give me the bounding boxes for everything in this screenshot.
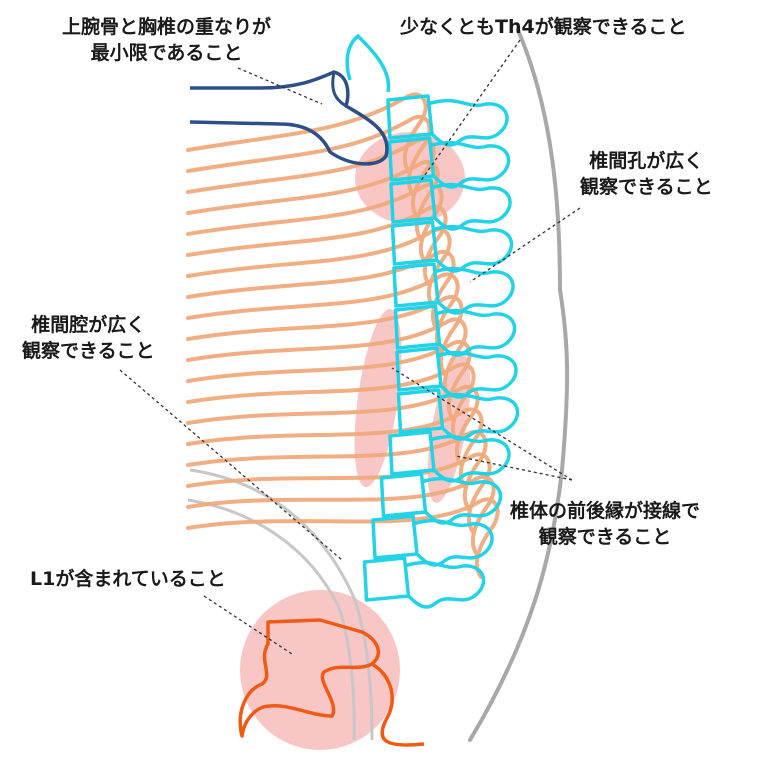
posterior-process-4 — [431, 224, 514, 273]
label-th4-visible: 少なくともTh4が観察できること — [400, 14, 686, 40]
rib-3 — [186, 137, 436, 219]
label-vertebral-edge-line1: 椎体の前後縁が接線で — [510, 500, 701, 522]
rib-19 — [186, 497, 500, 579]
l1-vertebra — [238, 618, 425, 747]
leader-foramen — [469, 207, 581, 283]
highlight-l1 — [240, 590, 400, 750]
posterior-skin-line — [468, 28, 570, 742]
label-l1-included: L1が含まれていること — [30, 566, 226, 592]
diaphragm-line-1 — [189, 468, 374, 741]
label-disc-space: 椎間腔が広く 観察できること — [22, 312, 155, 364]
rib-14 — [186, 384, 480, 467]
rib-13 — [186, 362, 476, 444]
upper-vertebra-edge — [345, 33, 391, 93]
ribs — [186, 92, 500, 579]
label-l1-included-line1: L1が含まれていること — [30, 568, 226, 590]
label-humerus-overlap-line2: 最小限であること — [90, 42, 243, 64]
rib-15 — [186, 407, 484, 489]
label-humerus-overlap: 上腕骨と胸椎の重なりが 最小限であること — [62, 14, 271, 66]
rib-18 — [186, 474, 496, 557]
rib-10 — [186, 294, 464, 377]
l1-posterior-element — [371, 662, 425, 747]
highlight-disc-space — [354, 308, 402, 488]
posterior-process-7 — [436, 350, 518, 399]
humerus-outline — [189, 70, 389, 166]
posterior-process-12 — [403, 560, 486, 609]
humerus-head — [331, 71, 347, 108]
rib-12 — [186, 339, 472, 422]
label-disc-space-line2: 観察できること — [22, 340, 155, 362]
humerus — [189, 70, 389, 166]
posterior-process-11 — [412, 518, 494, 567]
posterior-process-2 — [428, 140, 511, 189]
label-th4-visible-line1: 少なくともTh4が観察できること — [400, 16, 687, 38]
label-foramen-line1: 椎間孔が広く — [589, 150, 704, 172]
posterior-process-6 — [434, 308, 517, 357]
label-disc-space-line1: 椎間腔が広く — [31, 314, 146, 336]
label-foramen-line2: 観察できること — [580, 176, 713, 198]
label-vertebral-edge-line2: 観察できること — [538, 526, 672, 548]
vertebral-column — [345, 33, 520, 609]
rib-2 — [186, 114, 432, 197]
leader-vertebral-edge-1 — [391, 367, 573, 481]
body-outline — [187, 28, 570, 742]
rib-6 — [186, 204, 448, 287]
rib-11 — [186, 317, 468, 399]
label-foramen: 椎間孔が広く 観察できること — [580, 148, 713, 200]
vertebral-body-12 — [362, 556, 411, 602]
posterior-process-5 — [433, 266, 515, 315]
leader-lines — [119, 39, 581, 655]
rib-5 — [186, 182, 444, 264]
l1-body — [238, 618, 381, 738]
posterior-process-1 — [427, 98, 509, 147]
diaphragm-line-2 — [187, 498, 356, 741]
leader-disc-space — [119, 369, 343, 561]
rib-4 — [186, 159, 440, 242]
leader-vertebral-edge-2 — [455, 455, 573, 481]
leader-th4 — [419, 39, 521, 183]
label-vertebral-edge: 椎体の前後縁が接線で 観察できること — [510, 498, 700, 550]
rib-17 — [186, 452, 492, 534]
label-humerus-overlap-line1: 上腕骨と胸椎の重なりが — [62, 16, 272, 38]
posterior-process-3 — [430, 182, 512, 231]
